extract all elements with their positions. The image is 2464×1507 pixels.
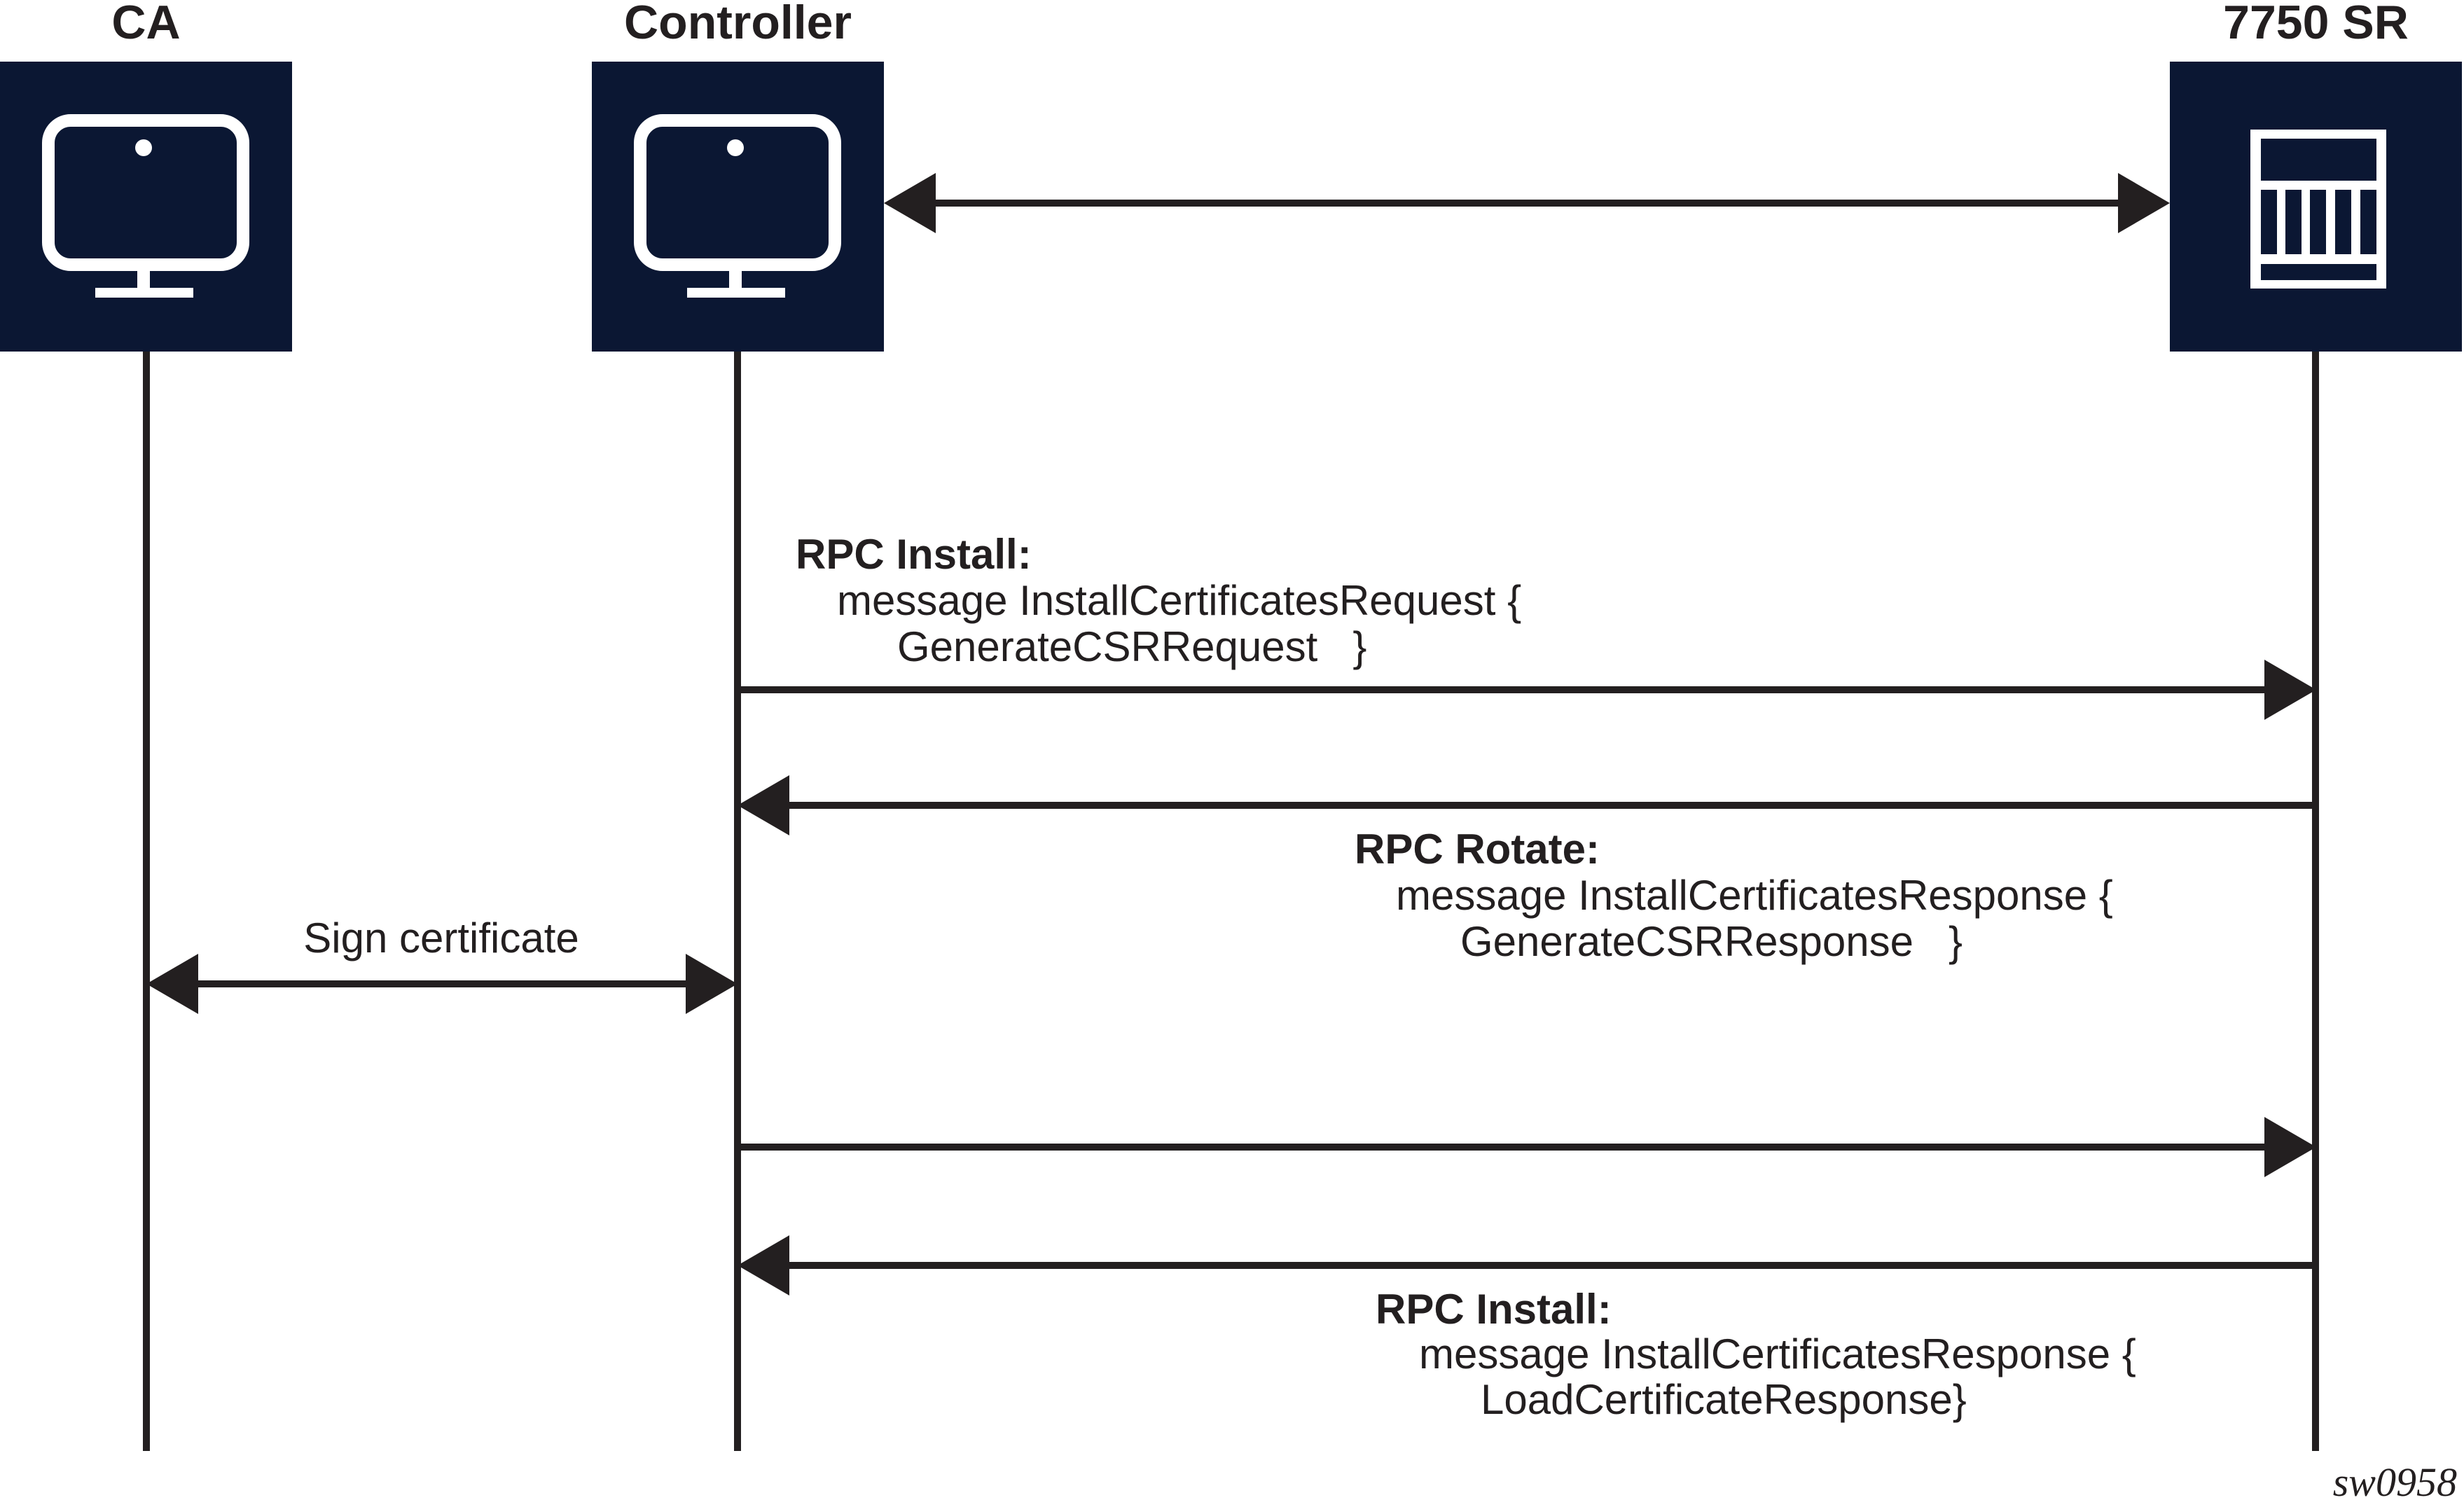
router-icon: [2250, 130, 2386, 289]
msg-rotate-response-line3: GenerateCSRResponse }: [1460, 918, 1963, 965]
actor-box-7750sr: [2170, 62, 2462, 352]
actor-title-ca: CA: [111, 0, 181, 49]
lifeline-7750sr: [2312, 352, 2319, 1451]
monitor-icon: [634, 114, 841, 298]
msg-install-request-title: RPC Install:: [796, 531, 1032, 578]
lifeline-controller: [734, 352, 741, 1451]
monitor-icon: [42, 114, 249, 298]
actor-box-ca: [0, 62, 292, 352]
arrowhead-right-icon: [686, 954, 738, 1014]
arrowhead-right-icon: [2264, 1117, 2316, 1177]
arrowhead-right-icon: [2118, 173, 2170, 233]
arrowhead-left-icon: [738, 775, 789, 835]
msg-install-request-line3: GenerateCSRRequest }: [897, 623, 1367, 670]
msg-rotate-response-line2: message InstallCertificatesResponse {: [1396, 872, 2113, 919]
msg-install-response-line3: LoadCertificateResponse}: [1481, 1376, 1967, 1423]
msg-rotate-response-title: RPC Rotate:: [1355, 826, 1600, 873]
arrowhead-left-icon: [884, 173, 936, 233]
msg-sign-certificate-label: Sign certificate: [303, 915, 579, 961]
arrowhead-left-icon: [738, 1235, 789, 1296]
msg-install-response-line2: message InstallCertificatesResponse {: [1419, 1331, 2136, 1377]
figure-id: sw0958: [2332, 1459, 2457, 1505]
msg-install-response-title: RPC Install:: [1376, 1286, 1612, 1333]
actor-title-controller: Controller: [624, 0, 852, 49]
arrowhead-left-icon: [146, 954, 198, 1014]
lifeline-ca: [143, 352, 150, 1451]
actor-title-7750sr: 7750 SR: [2223, 0, 2409, 49]
arrowhead-right-icon: [2264, 660, 2316, 720]
msg-install-request-line2: message InstallCertificatesRequest {: [837, 577, 1522, 624]
actor-box-controller: [592, 62, 884, 352]
